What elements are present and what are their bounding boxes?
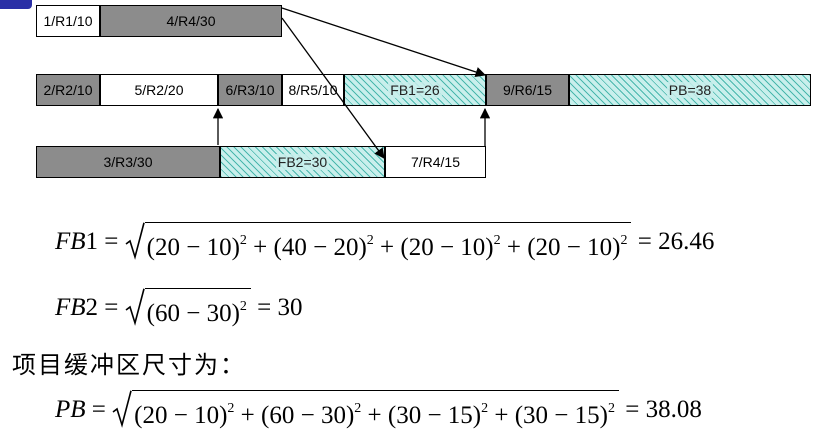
task-7-r4: 7/R4/15 <box>385 146 486 178</box>
fb1-eq: = <box>104 228 119 256</box>
pb-eq: = <box>91 396 106 424</box>
formula-fb2: FB2 = (60 − 30)2 = 30 <box>55 288 303 331</box>
task-5-r2: 5/R2/20 <box>100 74 218 106</box>
task-1-r1: 1/R1/10 <box>36 5 100 37</box>
sqrt-sign-icon <box>125 222 145 260</box>
feeding-buffer-1-label: FB1=26 <box>388 82 442 98</box>
pb-term-1: (20 − 10) <box>134 402 228 429</box>
project-buffer-label: PB=38 <box>666 82 714 98</box>
pb-term-2: (60 − 30) <box>261 402 355 429</box>
fb1-plus-2: + <box>373 234 401 261</box>
task-9-r6: 9/R6/15 <box>486 74 569 106</box>
fb2-result: = 30 <box>257 294 303 322</box>
pb-exp-2: 2 <box>354 401 362 416</box>
feeding-buffer-2: FB2=30 <box>220 146 385 178</box>
fb2-lhs-var: FB <box>55 294 86 322</box>
pb-result: = 38.08 <box>625 396 702 424</box>
fb1-term-3: (20 − 10) <box>400 234 494 261</box>
fb1-lhs-num: 1 <box>85 228 99 256</box>
pb-radicand: (20 − 10)2 + (60 − 30)2 + (30 − 15)2 + (… <box>132 390 619 433</box>
fb1-term-2: (40 − 20) <box>273 234 367 261</box>
task-2-r2: 2/R2/10 <box>36 74 100 106</box>
pb-plus-2: + <box>361 402 388 429</box>
task-4-r4: 4/R4/30 <box>100 5 282 37</box>
pb-exp-4: 2 <box>607 401 615 416</box>
fb1-sqrt: (20 − 10)2 + (40 − 20)2 + (20 − 10)2 + (… <box>125 222 632 265</box>
fb1-exp-1: 2 <box>239 233 247 248</box>
fb1-exp-4: 2 <box>620 233 628 248</box>
fb2-term-1: (60 − 30) <box>146 300 240 327</box>
pb-term-4: (30 − 15) <box>514 402 608 429</box>
sqrt-sign-icon <box>112 390 132 428</box>
feeding-buffer-1: FB1=26 <box>344 74 486 106</box>
pb-sqrt: (20 − 10)2 + (60 − 30)2 + (30 − 15)2 + (… <box>112 390 619 433</box>
fb2-exp-1: 2 <box>239 299 247 314</box>
fb1-exp-2: 2 <box>366 233 374 248</box>
feeding-buffer-2-label: FB2=30 <box>275 154 330 170</box>
fb1-result: = 26.46 <box>637 228 715 256</box>
sqrt-sign-icon <box>125 288 145 326</box>
arrow-task4-to-task9 <box>281 7 486 78</box>
pb-exp-3: 2 <box>481 401 489 416</box>
task-3-r3: 3/R3/30 <box>36 146 220 178</box>
fb2-sqrt: (60 − 30)2 <box>125 288 251 331</box>
formula-pb: PB = (20 − 10)2 + (60 − 30)2 + (30 − 15)… <box>55 390 702 433</box>
fb1-plus-1: + <box>246 234 274 261</box>
fb2-eq: = <box>104 294 119 322</box>
fb1-lhs-var: FB <box>55 228 86 256</box>
fb1-exp-3: 2 <box>493 233 501 248</box>
fb1-term-1: (20 − 10) <box>146 234 240 261</box>
arrow-task4-to-task7 <box>281 17 385 159</box>
fb1-term-4: (20 − 10) <box>527 234 621 261</box>
pb-term-3: (30 − 15) <box>387 402 482 429</box>
logo-mark <box>0 0 32 9</box>
formula-fb1: FB1 = (20 − 10)2 + (40 − 20)2 + (20 − 10… <box>55 222 714 265</box>
fb1-radicand: (20 − 10)2 + (40 − 20)2 + (20 − 10)2 + (… <box>144 222 632 265</box>
project-buffer: PB=38 <box>569 74 811 106</box>
pb-lhs-var: PB <box>55 396 86 424</box>
pb-plus-1: + <box>234 402 262 429</box>
project-buffer-caption: 项目缓冲区尺寸为： <box>12 351 246 379</box>
pb-exp-1: 2 <box>227 401 235 416</box>
fb1-plus-3: + <box>500 234 528 261</box>
pb-plus-3: + <box>488 402 515 429</box>
task-6-r3: 6/R3/10 <box>218 74 282 106</box>
fb2-lhs-num: 2 <box>85 294 99 322</box>
fb2-radicand: (60 − 30)2 <box>144 288 251 331</box>
